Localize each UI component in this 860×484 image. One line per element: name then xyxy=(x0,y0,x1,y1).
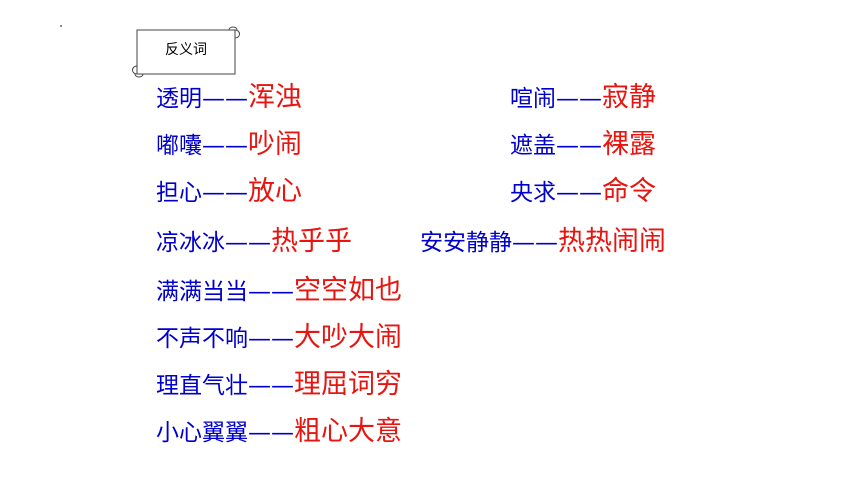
word: 理直气壮 xyxy=(156,373,248,399)
antonym-pair: 央求——命令 xyxy=(510,178,656,205)
antonym: 热乎乎 xyxy=(271,226,352,257)
word: 不声不响 xyxy=(156,326,248,352)
antonym-pair: 小心翼翼——粗心大意 xyxy=(156,418,402,445)
dash: —— xyxy=(556,180,602,206)
antonym: 粗心大意 xyxy=(294,416,402,447)
antonym: 热热闹闹 xyxy=(558,226,666,257)
antonym-pair: 满满当当——空空如也 xyxy=(156,277,402,304)
dash: —— xyxy=(248,279,294,305)
dash: —— xyxy=(202,86,248,112)
antonym-pair: 嘟囔——吵闹 xyxy=(156,131,302,158)
dash: —— xyxy=(556,86,602,112)
word: 满满当当 xyxy=(156,279,248,305)
word: 遮盖 xyxy=(510,133,556,159)
antonym: 浑浊 xyxy=(248,82,302,113)
word: 喧闹 xyxy=(510,86,556,112)
antonym: 吵闹 xyxy=(248,129,302,160)
antonym: 命令 xyxy=(602,176,656,207)
antonym-pair: 安安静静——热热闹闹 xyxy=(420,228,666,255)
dash: —— xyxy=(248,326,294,352)
dash: —— xyxy=(225,230,271,256)
dash: —— xyxy=(556,133,602,159)
word: 安安静静 xyxy=(420,230,512,256)
stray-dot xyxy=(60,25,62,27)
word: 央求 xyxy=(510,180,556,206)
antonym: 大吵大闹 xyxy=(294,322,402,353)
word: 凉冰冰 xyxy=(156,230,225,256)
antonym: 理屈词穷 xyxy=(294,369,402,400)
antonym-pair: 担心——放心 xyxy=(156,178,302,205)
dash: —— xyxy=(248,373,294,399)
antonym: 放心 xyxy=(248,176,302,207)
antonym-pair: 喧闹——寂静 xyxy=(510,84,656,111)
word: 嘟囔 xyxy=(156,133,202,159)
antonym: 寂静 xyxy=(602,82,656,113)
antonym-pair: 透明——浑浊 xyxy=(156,84,302,111)
word: 小心翼翼 xyxy=(156,420,248,446)
dash: —— xyxy=(248,420,294,446)
word: 担心 xyxy=(156,180,202,206)
dash: —— xyxy=(202,133,248,159)
word: 透明 xyxy=(156,86,202,112)
antonym-pair: 理直气壮——理屈词穷 xyxy=(156,371,402,398)
antonym-pair: 凉冰冰——热乎乎 xyxy=(156,228,352,255)
title-scroll-banner: 反义词 xyxy=(131,24,241,80)
antonym-pair: 不声不响——大吵大闹 xyxy=(156,324,402,351)
antonym: 裸露 xyxy=(602,129,656,160)
page-title: 反义词 xyxy=(165,42,207,58)
dash: —— xyxy=(512,230,558,256)
antonym: 空空如也 xyxy=(294,275,402,306)
scroll-frame-icon xyxy=(132,26,240,78)
antonym-pair: 遮盖——裸露 xyxy=(510,131,656,158)
dash: —— xyxy=(202,180,248,206)
